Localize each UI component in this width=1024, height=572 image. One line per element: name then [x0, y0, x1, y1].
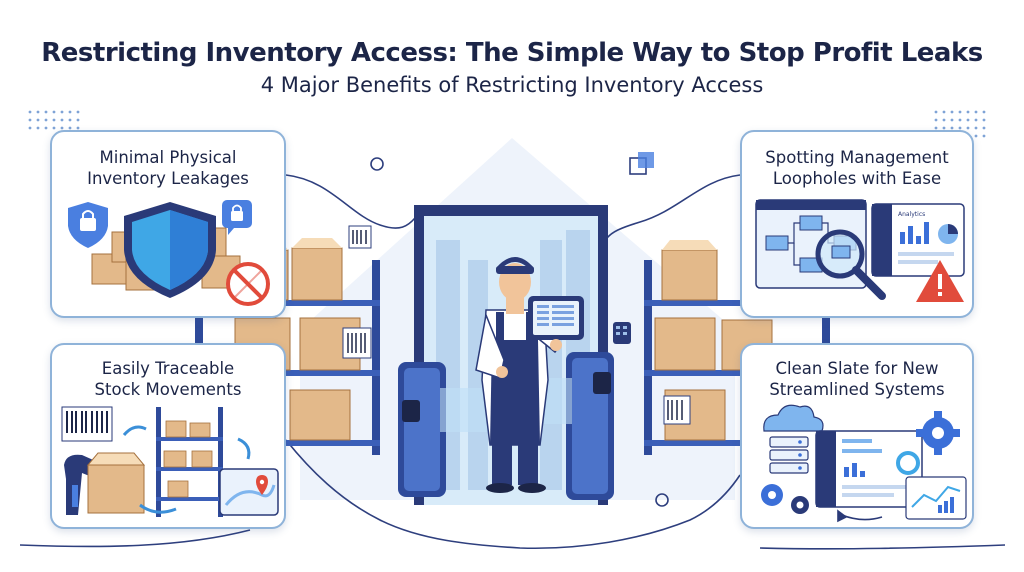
dot	[942, 110, 946, 114]
benefit-card-traceable-stock: Easily Traceable Stock Movements	[50, 343, 286, 529]
dot	[950, 126, 954, 130]
dot	[28, 118, 32, 122]
tablet-icon	[528, 296, 584, 351]
benefit-illustration	[61, 406, 279, 517]
shield-icon	[124, 202, 216, 298]
dot	[966, 118, 970, 122]
arrow-icon	[122, 425, 251, 514]
benefit-card-management-loopholes: Spotting Management Loopholes with Ease …	[740, 130, 974, 318]
dot	[60, 118, 64, 122]
dot	[958, 118, 962, 122]
dot	[28, 110, 32, 114]
dot	[982, 118, 986, 122]
benefit-card-title: Minimal Physical Inventory Leakages	[87, 148, 249, 188]
benefit-card-streamlined-systems: Clean Slate for New Streamlined Systems	[740, 343, 974, 529]
dot	[76, 126, 80, 130]
dot	[68, 110, 72, 114]
deco-circle-left	[370, 157, 384, 171]
map-pin-icon	[219, 468, 279, 516]
dot	[36, 118, 40, 122]
dashboard-icon	[815, 430, 923, 508]
analytics-dashboard-icon: Analytics	[871, 203, 965, 277]
dot	[28, 126, 32, 130]
connector-lines	[19, 174, 1006, 550]
dot	[36, 110, 40, 114]
dot-grid-left	[28, 110, 80, 130]
dot	[942, 126, 946, 130]
page-title: Restricting Inventory Access: The Simple…	[41, 38, 983, 68]
cloud-server-icon	[763, 404, 824, 474]
gear-icon	[761, 411, 960, 514]
dot	[52, 118, 56, 122]
dot	[974, 118, 978, 122]
dot	[950, 118, 954, 122]
shelf-icon	[156, 407, 223, 517]
dot	[60, 126, 64, 130]
dot	[942, 118, 946, 122]
dot	[60, 110, 64, 114]
benefit-card-physical-leakages: Minimal Physical Inventory Leakages	[50, 130, 286, 318]
dot	[52, 110, 56, 114]
dot	[974, 126, 978, 130]
turnstile-left	[398, 362, 500, 497]
no-entry-icon	[226, 262, 270, 306]
deco-circle-right	[655, 493, 669, 507]
dot	[950, 110, 954, 114]
dot	[68, 126, 72, 130]
dot	[974, 134, 978, 138]
dot	[52, 126, 56, 130]
lock-icon	[68, 202, 108, 248]
benefit-card-title: Clean Slate for New Streamlined Systems	[769, 359, 945, 399]
dot	[76, 118, 80, 122]
padlock-bubble-icon	[222, 200, 252, 235]
warning-icon	[916, 260, 964, 302]
magnifier-icon	[815, 229, 886, 300]
dot	[966, 126, 970, 130]
barcode-icon	[61, 406, 113, 442]
worker-figure	[475, 257, 561, 493]
benefit-card-title: Easily Traceable Stock Movements	[94, 359, 242, 399]
benefit-illustration: Analytics	[755, 199, 965, 302]
dot	[44, 126, 48, 130]
dot	[982, 126, 986, 130]
benefit-illustration	[68, 200, 270, 306]
sync-arrows-icon	[837, 509, 883, 523]
deco-squares	[629, 152, 654, 175]
benefit-illustration	[761, 404, 967, 523]
dot	[76, 110, 80, 114]
dot	[958, 110, 962, 114]
dot	[68, 118, 72, 122]
dashboard-small-label: Analytics	[898, 211, 925, 218]
dot	[934, 118, 938, 122]
dot	[934, 126, 938, 130]
dot	[974, 110, 978, 114]
dot	[36, 126, 40, 130]
chart-panel-icon	[905, 476, 967, 520]
dot	[982, 134, 986, 138]
dot	[966, 110, 970, 114]
dot	[934, 110, 938, 114]
dot	[44, 110, 48, 114]
page-subtitle: 4 Major Benefits of Restricting Inventor…	[260, 73, 764, 97]
dot	[958, 126, 962, 130]
dot	[44, 118, 48, 122]
benefit-card-title: Spotting Management Loopholes with Ease	[765, 148, 949, 188]
dot	[982, 110, 986, 114]
box-icon	[86, 452, 146, 514]
